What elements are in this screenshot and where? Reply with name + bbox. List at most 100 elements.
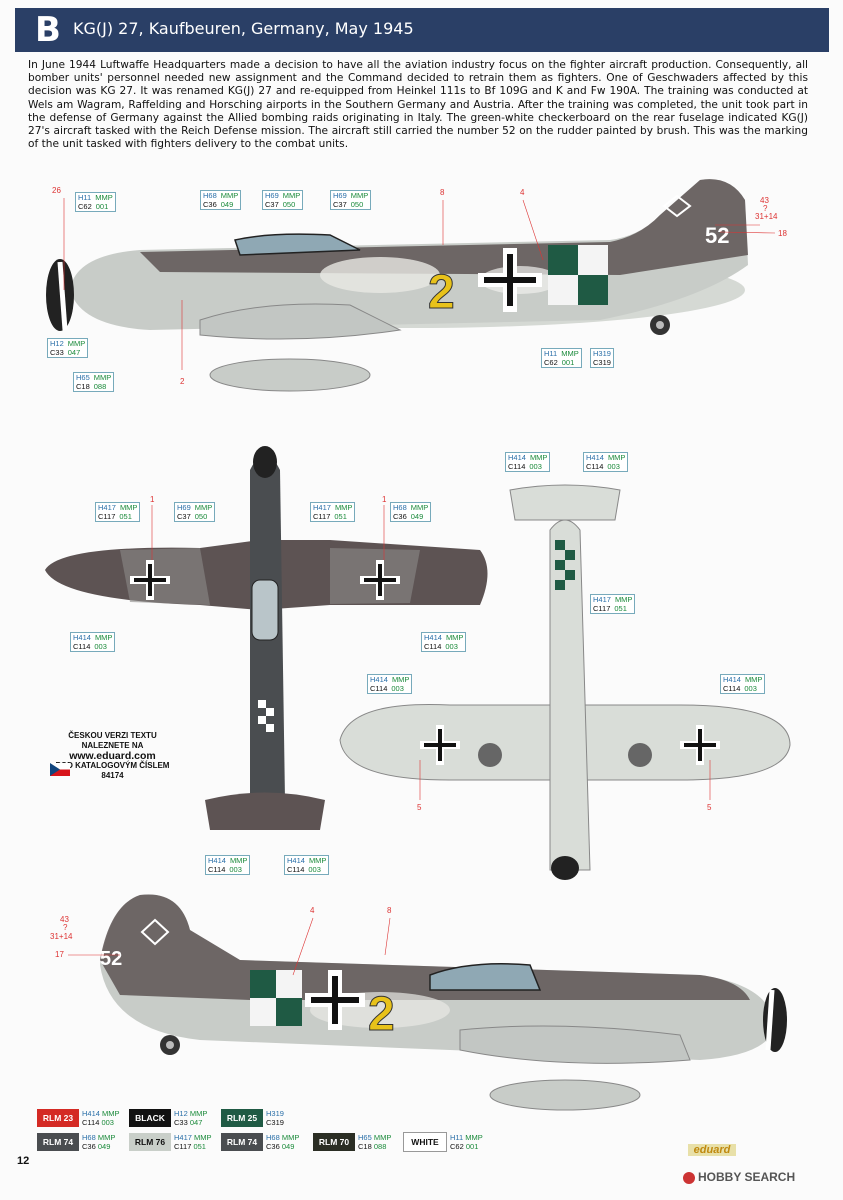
- czech-line-1: ČESKOU VERZI TEXTU NALEZNETE NA: [68, 731, 157, 750]
- legend-mmp: MMP: [194, 1133, 212, 1142]
- mmp-label: MMP: [350, 191, 369, 200]
- legend-cn: 047: [189, 1118, 203, 1127]
- mmp-label: MMP: [229, 856, 248, 865]
- mmp-number: 001: [95, 202, 109, 211]
- profile-letter: B: [35, 10, 61, 50]
- legend-h: H12: [174, 1109, 188, 1118]
- c-code: C37: [333, 200, 347, 209]
- h-code: H11: [544, 349, 558, 358]
- decal-number: 5: [707, 803, 712, 812]
- decal-number: 18: [778, 229, 787, 238]
- decal-number: 8: [440, 188, 445, 197]
- mmp-number: 049: [220, 200, 234, 209]
- mmp-number: 003: [229, 865, 242, 874]
- mmp-label: MMP: [529, 453, 548, 462]
- c-code: C37: [177, 512, 191, 521]
- legend-cn: 001: [465, 1142, 479, 1151]
- mmp-label: MMP: [410, 503, 429, 512]
- c-code: C18: [76, 382, 90, 391]
- mmp-label: MMP: [744, 675, 763, 684]
- h-code: H65: [76, 373, 90, 382]
- legend-c: C33: [174, 1118, 188, 1127]
- legend-swatch: RLM 70: [313, 1133, 355, 1151]
- decal-number: 43: [60, 915, 69, 924]
- h-code: H414: [208, 856, 226, 865]
- mmp-label: MMP: [614, 595, 633, 604]
- h-code: H69: [265, 191, 279, 200]
- side-number-2: 2: [428, 266, 455, 319]
- tail-number-52: 52: [705, 223, 729, 248]
- legend-c: C62: [450, 1142, 464, 1151]
- legend-c: C117: [174, 1142, 192, 1151]
- mmp-number: 003: [308, 865, 321, 874]
- legend-cn: 049: [97, 1142, 111, 1151]
- h-code: H414: [508, 453, 526, 462]
- legend-h: H414: [82, 1109, 100, 1118]
- mmp-number: 003: [445, 642, 458, 651]
- legend-c: C36: [82, 1142, 96, 1151]
- page-header: B KG(J) 27, Kaufbeuren, Germany, May 194…: [15, 8, 829, 52]
- c-code: C114: [208, 865, 226, 874]
- c-code: C36: [203, 200, 217, 209]
- decal-number: 2: [180, 377, 185, 386]
- c-code: C114: [586, 462, 604, 471]
- side-view-left: 2 52: [46, 179, 748, 392]
- c-code: C33: [50, 348, 64, 357]
- legend-h: H68: [82, 1133, 96, 1142]
- h-code: H12: [50, 339, 64, 348]
- c-code: C117: [98, 512, 116, 521]
- decal-number: ?: [763, 204, 768, 213]
- mmp-number: 003: [391, 684, 404, 693]
- legend-cn: 049: [281, 1142, 295, 1151]
- decal-number: 8: [387, 906, 392, 915]
- legend-h: H417: [174, 1133, 192, 1142]
- czech-line-3: POD KATALOGOVÝM ČÍSLEM 84174: [55, 761, 170, 780]
- mmp-number: 050: [282, 200, 296, 209]
- c-code: C117: [313, 512, 331, 521]
- decal-number: 26: [52, 186, 61, 195]
- decal-number: 43: [760, 196, 769, 205]
- mmp-number: 047: [67, 348, 81, 357]
- decal-number: 4: [310, 906, 315, 915]
- mmp-number: 051: [119, 512, 132, 521]
- mmp-number: 003: [744, 684, 757, 693]
- c-code: C114: [508, 462, 526, 471]
- legend-swatch: WHITE: [403, 1132, 447, 1152]
- legend-mmp: MMP: [373, 1133, 392, 1142]
- decal-number: 1: [382, 495, 387, 504]
- hobby-search-logo-icon: [683, 1171, 695, 1184]
- mmp-label: MMP: [67, 339, 86, 348]
- side-number-2-right: 2: [368, 988, 395, 1041]
- legend-mmp: MMP: [465, 1133, 483, 1142]
- legend-h: H65: [358, 1133, 372, 1142]
- legend-swatch: RLM 25: [221, 1109, 263, 1127]
- decal-number: 5: [417, 803, 422, 812]
- decal-number: 1: [150, 495, 155, 504]
- legend-c: C319: [266, 1118, 284, 1127]
- decal-number: 31+14: [50, 932, 73, 941]
- legend-swatch: RLM 76: [129, 1133, 171, 1151]
- profile-title: KG(J) 27, Kaufbeuren, Germany, May 1945: [73, 19, 414, 38]
- eduard-url[interactable]: www.eduard.com: [69, 750, 156, 762]
- c-code: C37: [265, 200, 279, 209]
- mmp-number: 051: [334, 512, 347, 521]
- mmp-label: MMP: [93, 373, 112, 382]
